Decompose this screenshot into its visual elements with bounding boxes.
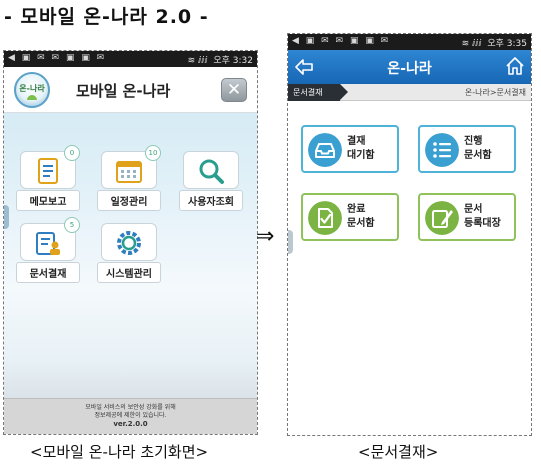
memo-badge: 0 — [64, 145, 80, 161]
app-header: 온-나라 모바일 온-나라 ✕ — [4, 67, 257, 113]
close-icon: ✕ — [226, 80, 242, 100]
calendar-icon — [116, 161, 142, 183]
tile-schedule[interactable]: 10 일정관리 — [97, 145, 161, 211]
caption-initial-screen: <모바일 온-나라 초기화면> — [30, 443, 209, 461]
app-title: 온-나라 — [387, 61, 432, 77]
memo-icon — [38, 158, 58, 184]
tile-label: 메모보고 — [16, 190, 80, 211]
tile-icon-box — [183, 151, 239, 189]
tile-icon-box: 5 — [20, 217, 80, 261]
registry-pen-icon — [425, 201, 459, 235]
breadcrumb-path: 온-나라>문서결재 — [464, 88, 526, 97]
left-phone-screen: ◀ ▣ ✉ ✉ ▣ ▣ ✉ ≋ ⅈⅈⅈ 오후 3:32 온-나라 모바일 온-나… — [3, 50, 258, 435]
app-footer: 모바일 서비스의 보안성 강화를 위해 정보제공에 제한이 있습니다. ver.… — [4, 398, 257, 434]
signal-icon: ≋ ⅈⅈⅈ — [187, 56, 208, 66]
status-bar: ◀ ▣ ✉ ✉ ▣ ▣ ✉ ≋ ⅈⅈⅈ 오후 3:32 — [4, 51, 257, 67]
tile-system-management[interactable]: 시스템관리 — [97, 223, 161, 283]
schedule-badge: 10 — [145, 145, 161, 161]
home-screen: 온-나라 모바일 온-나라 ✕ 0 메모보고 — [4, 67, 257, 434]
tile-label: 문서 등록대장 — [464, 204, 501, 229]
transition-arrow: ⇒ — [256, 224, 275, 249]
status-right: ≋ ⅈⅈⅈ 오후 3:32 — [188, 53, 253, 66]
tile-user-search[interactable]: 사용자조회 — [179, 151, 243, 211]
inbox-tray-icon — [308, 133, 342, 167]
approval-badge: 5 — [64, 217, 80, 233]
app-header: 온-나라 — [288, 50, 531, 84]
tile-label: 진행 문서함 — [464, 136, 492, 161]
back-arrow-icon[interactable] — [294, 57, 314, 77]
breadcrumb-tag-tip — [340, 84, 348, 100]
user-search-icon — [199, 159, 224, 184]
completed-doc-icon — [308, 201, 342, 235]
tile-icon-box: 0 — [20, 145, 80, 189]
status-time: 오후 3:32 — [213, 56, 253, 66]
caption-document-approval: <문서결재> — [358, 443, 439, 461]
tile-document-approval[interactable]: 5 문서결재 — [16, 217, 80, 283]
tile-memo-report[interactable]: 0 메모보고 — [16, 145, 80, 211]
breadcrumb: 문서결재 온-나라>문서결재 — [288, 84, 531, 101]
tile-label: 시스템관리 — [97, 262, 161, 283]
status-notification-icons: ◀ ▣ ✉ ✉ ▣ ▣ ✉ — [8, 53, 107, 63]
tile-label: 결재 대기함 — [347, 136, 375, 161]
tile-completed-documents[interactable]: 완료 문서함 — [301, 193, 399, 241]
status-bar: ◀ ▣ ✉ ✉ ▣ ▣ ✉ ≋ ⅈⅈⅈ 오후 3:35 — [288, 34, 531, 50]
page-heading: - 모바일 온-나라 2.0 - — [4, 6, 209, 28]
list-icon — [425, 133, 459, 167]
breadcrumb-current-tag: 문서결재 — [288, 84, 340, 101]
side-drawer-handle[interactable] — [4, 205, 9, 229]
logo-text: 온-나라 — [19, 84, 45, 93]
system-gear-icon — [117, 231, 141, 255]
footer-notice-line1: 모바일 서비스의 보안성 강화를 위해 — [85, 404, 176, 411]
side-drawer-handle[interactable] — [288, 230, 293, 254]
app-version: ver.2.0.0 — [113, 420, 148, 428]
document-approval-screen: 온-나라 문서결재 온-나라>문서결재 결재 대기함 — [288, 50, 531, 435]
status-right: ≋ ⅈⅈⅈ 오후 3:35 — [462, 36, 527, 49]
tile-icon-box — [101, 223, 157, 261]
tile-icon-box: 10 — [101, 145, 161, 189]
status-notification-icons: ◀ ▣ ✉ ✉ ▣ ▣ ✉ — [292, 36, 391, 46]
document-approval-icon — [36, 232, 60, 255]
onnara-logo-icon: 온-나라 — [14, 72, 50, 108]
tile-pending-approval[interactable]: 결재 대기함 — [301, 125, 399, 173]
tile-document-registry[interactable]: 문서 등록대장 — [418, 193, 516, 241]
app-title: 모바일 온-나라 — [76, 82, 171, 100]
logo-leaf — [27, 95, 37, 100]
close-button[interactable]: ✕ — [221, 78, 247, 102]
tile-label: 일정관리 — [97, 190, 161, 211]
footer-notice-line2: 정보제공에 제한이 있습니다. — [94, 412, 167, 419]
status-time: 오후 3:35 — [487, 39, 527, 49]
tile-in-progress-documents[interactable]: 진행 문서함 — [418, 125, 516, 173]
tile-label: 문서결재 — [16, 262, 80, 283]
tile-label: 완료 문서함 — [347, 204, 375, 229]
signal-icon: ≋ ⅈⅈⅈ — [461, 39, 482, 49]
home-icon[interactable] — [505, 56, 525, 76]
right-phone-screen: ◀ ▣ ✉ ✉ ▣ ▣ ✉ ≋ ⅈⅈⅈ 오후 3:35 온-나라 문서결재 온-… — [287, 33, 532, 436]
tile-label: 사용자조회 — [179, 190, 243, 211]
